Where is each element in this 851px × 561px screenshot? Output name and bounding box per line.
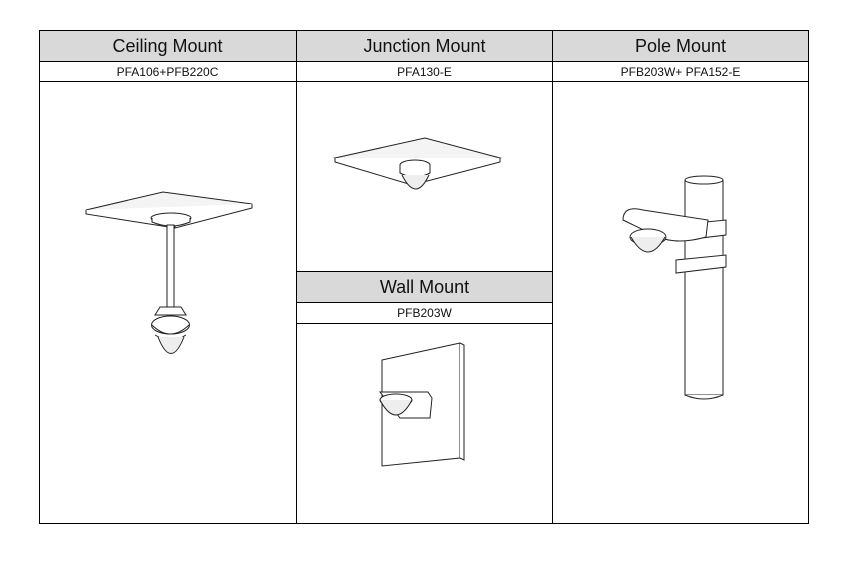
wall-mount-illustration: [370, 340, 470, 470]
grid-wall-bottom: [297, 323, 552, 324]
wall-mount-title: Wall Mount: [379, 276, 470, 297]
pole-mount-header: Pole Mount: [553, 31, 808, 61]
grid-below-model: [39, 81, 809, 82]
ceiling-mount-model: PFA106+PFB220C: [39, 62, 296, 81]
pole-mount-title: Pole Mount: [634, 35, 727, 56]
grid-wall-top: [297, 271, 552, 272]
grid-right: [808, 30, 809, 524]
grid-left: [39, 30, 40, 524]
pole-mount-model: PFB203W+ PFA152-E: [553, 62, 808, 81]
grid-wall-mid: [297, 302, 552, 303]
junction-mount-title: Junction Mount: [363, 35, 486, 56]
wall-mount-model: PFB203W: [297, 303, 552, 323]
junction-mount-header: Junction Mount: [297, 31, 552, 61]
junction-mount-model: PFA130-E: [297, 62, 552, 81]
junction-mount-model-text: PFA130-E: [397, 64, 452, 79]
pole-mount-illustration: [618, 175, 738, 405]
wall-mount-model-text: PFB203W: [397, 306, 452, 320]
ceiling-mount-header: Ceiling Mount: [39, 31, 296, 61]
ceiling-mount-illustration: [80, 185, 260, 365]
ceiling-mount-title: Ceiling Mount: [112, 35, 223, 56]
ceiling-mount-model-text: PFA106+PFB220C: [116, 64, 219, 79]
grid-bottom: [39, 523, 809, 524]
grid-below-header: [39, 61, 809, 62]
grid-col2: [552, 30, 553, 524]
grid-top: [39, 30, 809, 31]
junction-mount-illustration: [330, 133, 510, 203]
wall-mount-header: Wall Mount: [297, 272, 552, 302]
pole-mount-model-text: PFB203W+ PFA152-E: [620, 64, 741, 79]
grid-col1: [296, 30, 297, 524]
